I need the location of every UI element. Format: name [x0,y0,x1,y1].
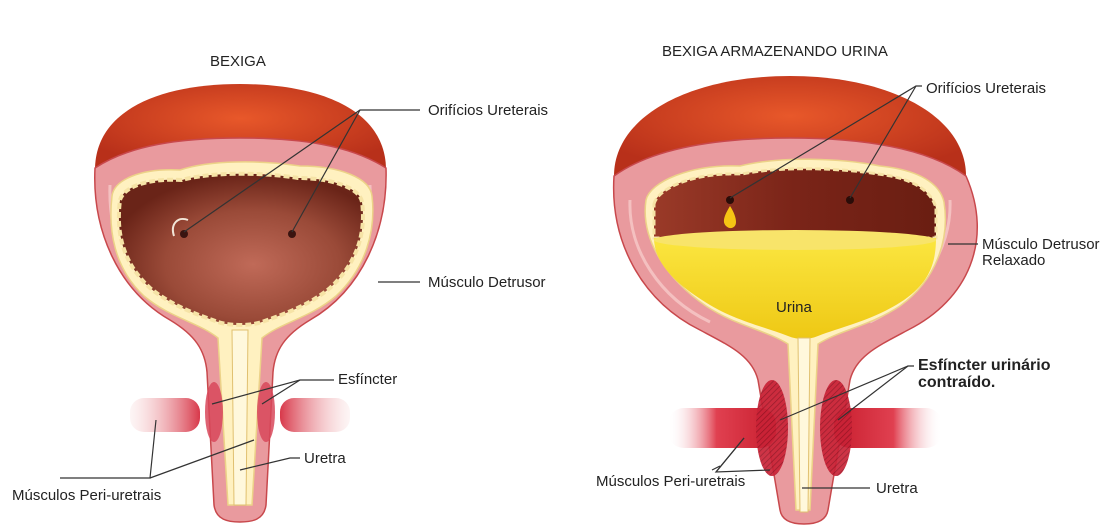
left-sphincter-left [205,382,223,442]
right-sphincter-left [756,380,788,476]
right-label-periurethral: Músculos Peri-uretrais [596,473,745,490]
right-label-orifices: Orifícios Ureterais [926,80,1046,97]
left-label-sphincter: Esfíncter [338,371,397,388]
right-orifice-1 [726,196,734,204]
right-title: BEXIGA ARMAZENANDO URINA [662,43,888,60]
left-periurethral-muscle-left [130,398,200,432]
right-label-detrusor-1: Músculo Detrusor [982,236,1100,253]
left-orifice-1 [180,230,188,238]
right-cavity [654,169,936,238]
right-sphincter-right [820,380,852,476]
left-label-orifices: Orifícios Ureterais [428,102,548,119]
left-title: BEXIGA [210,53,266,70]
right-label-sphincter-1: Esfíncter urinário [918,357,1051,374]
left-urethra [232,330,248,505]
left-periurethral-muscle-right [280,398,350,432]
right-label-urethra: Uretra [876,480,918,497]
right-urethra [798,338,810,512]
left-label-periurethral: Músculos Peri-uretrais [12,487,161,504]
right-label-urine: Urina [776,299,813,316]
right-label-sphincter-2: contraído. [918,374,995,391]
right-label-detrusor-2: Relaxado [982,252,1045,269]
left-label-urethra: Uretra [304,450,346,467]
left-label-detrusor: Músculo Detrusor [428,274,546,291]
